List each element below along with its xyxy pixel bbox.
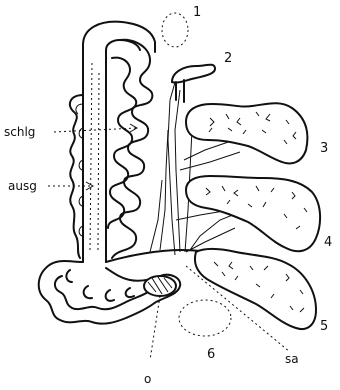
label-sa: sa xyxy=(285,352,299,366)
left-coil xyxy=(70,95,83,258)
structure-6-outline xyxy=(179,300,231,336)
label-schlg: schlg xyxy=(4,125,35,139)
label-o: o xyxy=(144,372,151,386)
lobe-2 xyxy=(172,65,215,83)
central-tract-fibers xyxy=(150,72,265,255)
label-4: 4 xyxy=(324,235,332,250)
structure-o xyxy=(144,276,176,296)
structure-1-outline xyxy=(162,13,188,47)
label-3: 3 xyxy=(320,141,328,156)
label-ausg: ausg xyxy=(8,179,37,193)
coiled-tubule-inner xyxy=(108,58,136,228)
label-5: 5 xyxy=(320,319,328,334)
main-duct-inner xyxy=(90,60,99,250)
bottom-left-coil-inner xyxy=(55,270,148,309)
label-1: 1 xyxy=(193,5,201,20)
arrow-head-schlg xyxy=(130,124,137,132)
label-6: 6 xyxy=(207,347,215,362)
left-coil-inner xyxy=(76,104,83,236)
label-2: 2 xyxy=(224,51,232,66)
lobe-3 xyxy=(186,103,307,163)
